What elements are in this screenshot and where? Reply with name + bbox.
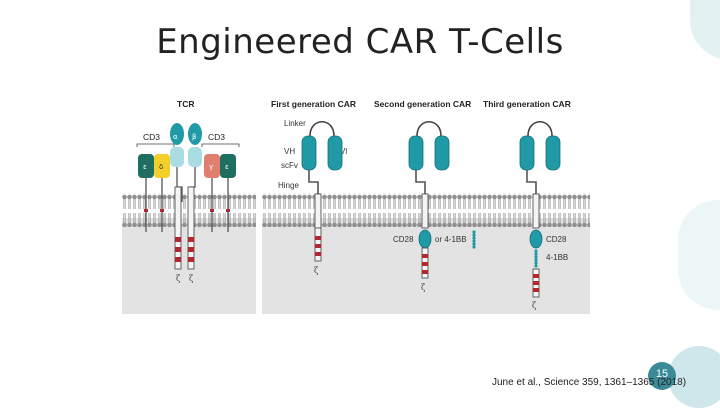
third-gen-tm-domain [532, 193, 540, 229]
page-number-bubble-large [668, 346, 720, 408]
scfv-label: scFv [281, 161, 298, 170]
third-gen-cd28-domain [529, 229, 543, 249]
third-gen-vl-domain [545, 135, 561, 171]
cd3-gamma [204, 154, 220, 178]
second-gen-cd28-label: CD28 [393, 235, 414, 244]
tcr-complex: CD3 CD3 ε δ α β γ ε [136, 123, 240, 283]
zeta-chain-left [174, 186, 182, 270]
tcr-alpha-label: α [173, 133, 178, 141]
third-gen-car: CD28 4-1BB ζ [519, 120, 568, 310]
third-gen-zeta-label: ζ [532, 301, 537, 310]
first-gen-zeta-label: ζ [314, 266, 319, 275]
cd3-epsilon-right [220, 154, 236, 178]
vh-label: VH [284, 147, 295, 156]
third-gen-4-1bb-coil [534, 249, 538, 268]
zeta-chain-right [187, 186, 195, 270]
panel-title-tcr: TCR [177, 99, 194, 109]
page-number-bubble [648, 362, 676, 390]
cd3-left-label: CD3 [143, 132, 160, 142]
hinge-label: Hinge [278, 181, 299, 190]
first-gen-tm-domain [314, 193, 322, 229]
third-gen-hinge [526, 170, 537, 194]
second-gen-hinge [415, 170, 426, 194]
first-gen-hinge [308, 170, 319, 194]
tcr-beta-label: β [192, 133, 196, 141]
panel-title-first-gen: First generation CAR [271, 99, 356, 109]
cd3-delta [154, 154, 170, 178]
cd3-left-bracket [136, 143, 175, 147]
second-gen-costim-domain [418, 229, 432, 249]
cd3-epsilon-right-label: ε [225, 163, 229, 171]
panel-title-third-gen: Third generation CAR [483, 99, 571, 109]
zeta-left-label: ζ [176, 274, 181, 283]
second-gen-vh-domain [408, 135, 424, 171]
citation: June et al., Science 359, 1361–1365 (201… [492, 377, 687, 388]
cd3-epsilon-left-label: ε [143, 163, 147, 171]
car-t-cell-diagram: TCR First generation CAR Second generati… [122, 99, 590, 314]
second-gen-or-4-1bb-label: or 4-1BB [435, 235, 467, 244]
panel-title-second-gen: Second generation CAR [374, 99, 471, 109]
second-gen-vl-domain [434, 135, 450, 171]
page-number: 15 [655, 368, 669, 380]
first-gen-vl-domain [327, 135, 343, 171]
cd3-epsilon-left [138, 154, 154, 178]
first-gen-vh-domain [301, 135, 317, 171]
linker-label: Linker [284, 119, 306, 128]
alt-4-1bb-coil [472, 230, 476, 249]
cd3-gamma-label: γ [209, 163, 213, 171]
second-gen-tm-domain [421, 193, 429, 229]
cd3-right-bracket [201, 143, 240, 147]
first-gen-linker [309, 120, 335, 137]
first-gen-car: Linker VH Vl scFv Hinge ζ [278, 119, 347, 275]
cd3-right-label: CD3 [208, 132, 225, 142]
tcr-beta-bottom [188, 147, 202, 167]
vl-label: Vl [340, 147, 347, 156]
cd3-delta-label: δ [159, 163, 163, 171]
third-gen-cd28-label: CD28 [546, 235, 567, 244]
second-gen-linker [416, 120, 442, 137]
zeta-right-label: ζ [189, 274, 194, 283]
third-gen-4-1bb-label: 4-1BB [546, 253, 568, 262]
tcr-beta-top [188, 123, 202, 145]
second-gen-car: CD28 or 4-1BB ζ [393, 120, 476, 292]
second-gen-zeta-label: ζ [421, 283, 426, 292]
slide-title: Engineered CAR T-Cells [156, 22, 564, 62]
third-gen-vh-domain [519, 135, 535, 171]
decorative-side-shape [678, 200, 720, 310]
tcr-alpha-bottom [170, 147, 184, 167]
third-gen-linker [527, 120, 553, 137]
tcr-alpha-top [170, 123, 184, 145]
